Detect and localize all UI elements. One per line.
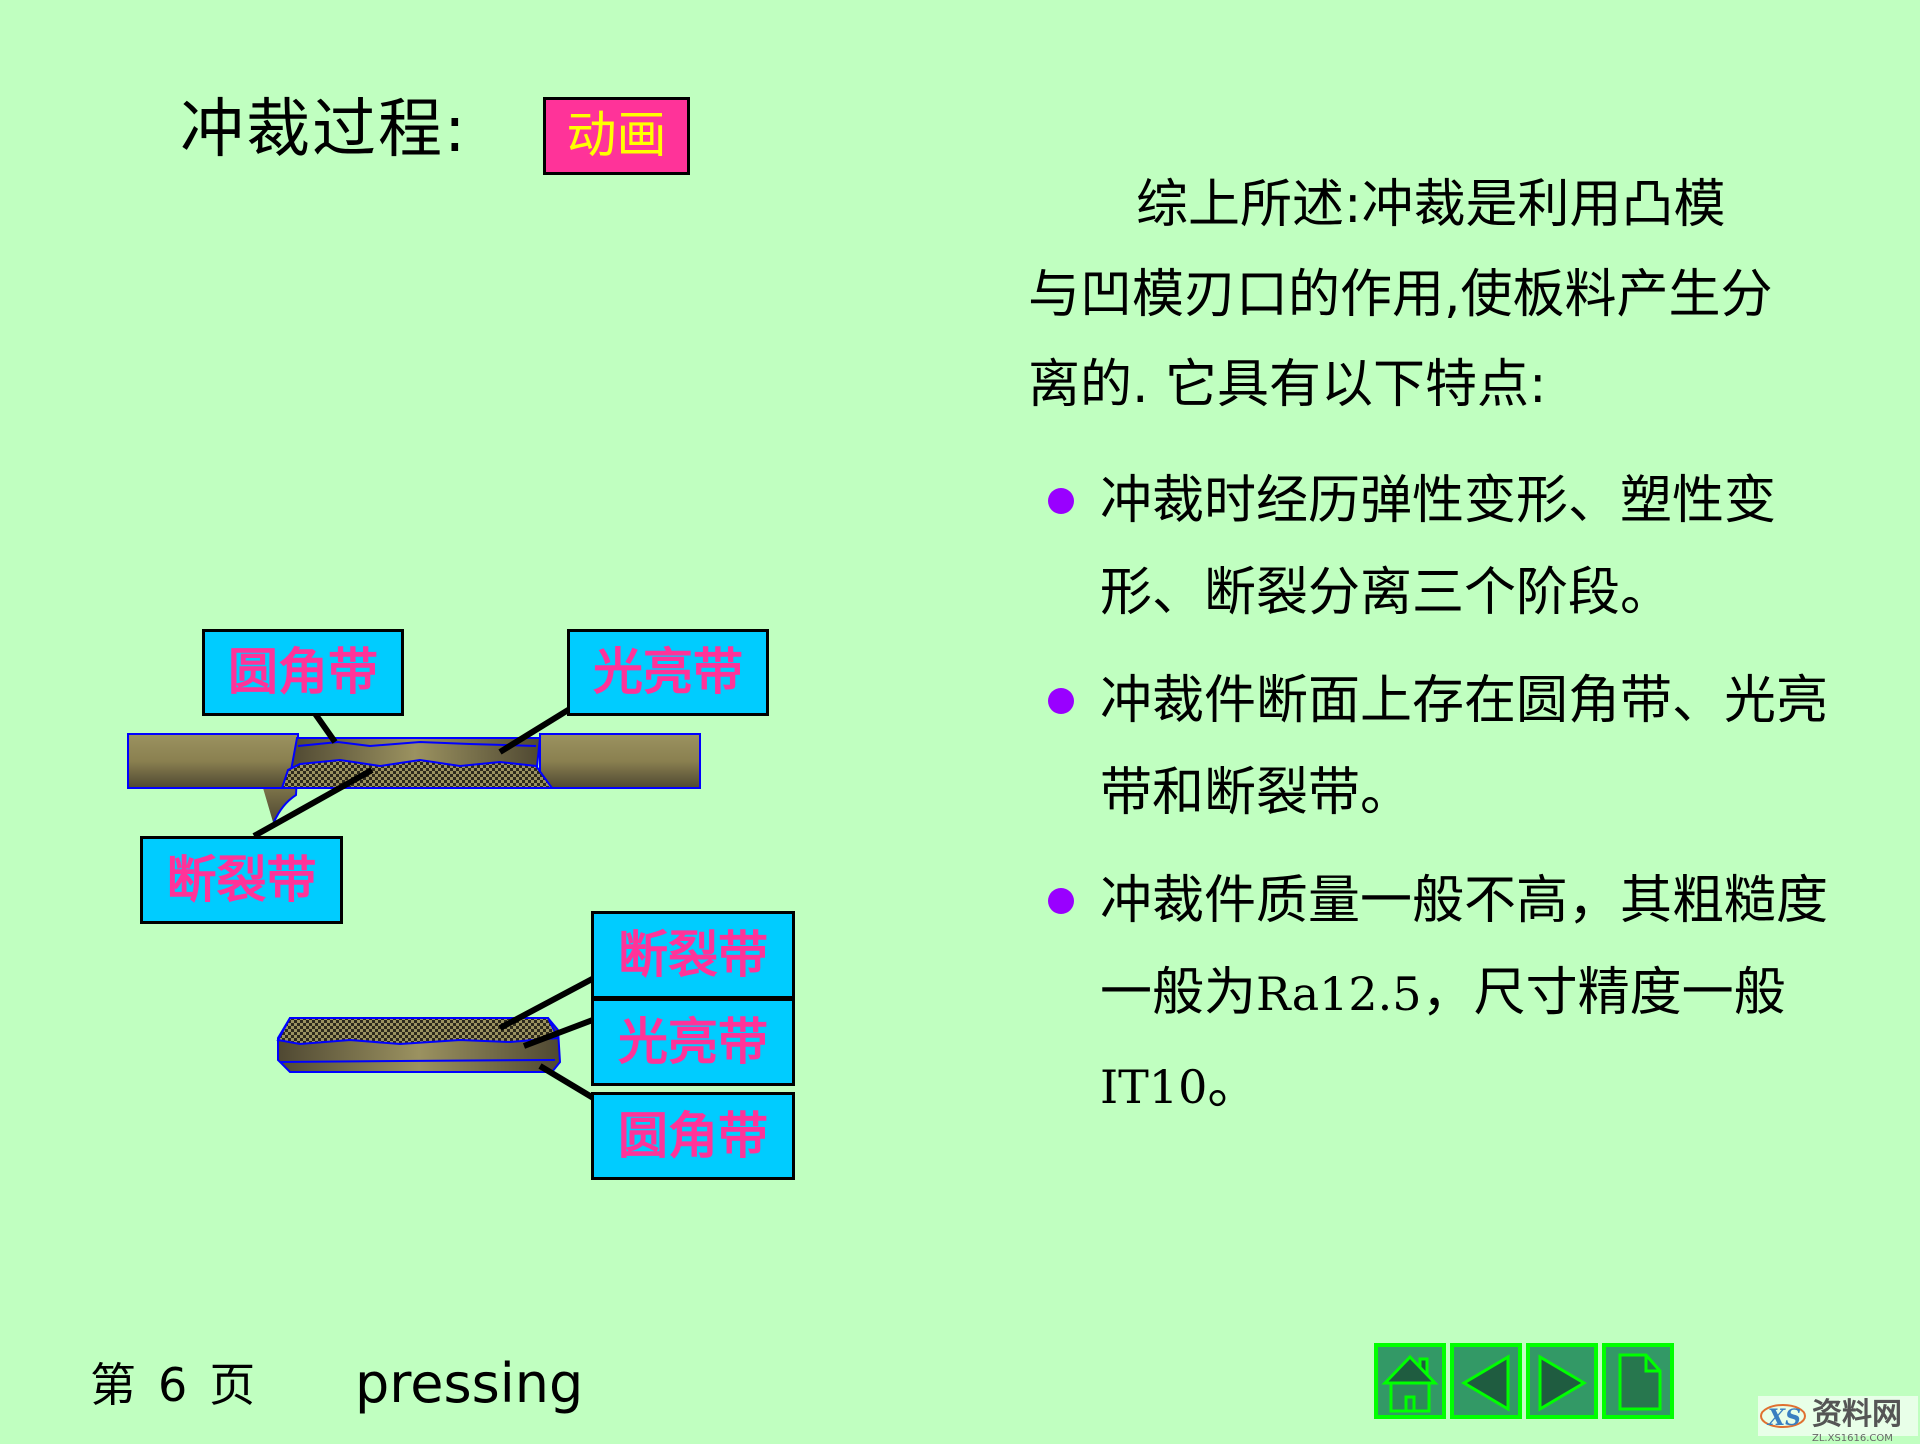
document-icon	[1618, 1353, 1662, 1411]
blanking-section-diagram	[127, 675, 701, 1105]
xs-logo-icon: XS	[1760, 1404, 1806, 1431]
end-slide-button[interactable]	[1602, 1343, 1674, 1419]
label-round-zone-bottom: 圆角带	[591, 1092, 795, 1180]
course-name: pressing	[355, 1352, 584, 1415]
bullet-dot-icon	[1048, 888, 1074, 914]
slide-navigation	[1374, 1343, 1674, 1419]
home-icon	[1381, 1354, 1439, 1413]
list-item: 冲裁件质量一般不高，其粗糙度一般为Ra12.5，尺寸精度一般IT10。	[1028, 855, 1828, 1133]
label-bright-zone-bottom: 光亮带	[591, 998, 795, 1086]
label-round-zone-top: 圆角带	[202, 629, 404, 716]
summary-line-2: 与凹模刃口的作用,使板料产生分	[1028, 265, 1773, 325]
label-fracture-zone-bottom: 断裂带	[591, 911, 795, 999]
list-item: 冲裁时经历弹性变形、塑性变形、断裂分离三个阶段。	[1028, 455, 1828, 639]
next-icon	[1538, 1354, 1587, 1412]
tolerance-grade: IT10	[1100, 1060, 1208, 1114]
summary-line-1: 综上所述:冲裁是利用凸模	[1136, 175, 1726, 235]
next-slide-button[interactable]	[1526, 1343, 1598, 1419]
roughness-value: Ra12.5	[1256, 967, 1422, 1021]
bullet-dot-icon	[1048, 488, 1074, 514]
page-number: 6	[158, 1358, 188, 1412]
animation-button[interactable]: 动画	[543, 97, 690, 175]
summary-paragraph: 综上所述:冲裁是利用凸模 与凹模刃口的作用,使板料产生分 离的. 它具有以下特点…	[1028, 160, 1828, 430]
svg-text:XS: XS	[1766, 1405, 1801, 1431]
watermark-logo: XS 资料网 ZL.XS1616.COM	[1758, 1396, 1918, 1444]
list-item: 冲裁件断面上存在圆角带、光亮带和断裂带。	[1028, 655, 1828, 839]
home-button[interactable]	[1374, 1343, 1446, 1419]
summary-line-3: 离的. 它具有以下特点:	[1028, 355, 1547, 415]
feature-list: 冲裁时经历弹性变形、塑性变形、断裂分离三个阶段。 冲裁件断面上存在圆角带、光亮带…	[1028, 455, 1828, 1149]
label-fracture-zone-top: 断裂带	[140, 836, 343, 924]
bullet-dot-icon	[1048, 688, 1074, 714]
label-bright-zone-top: 光亮带	[567, 629, 769, 716]
slide-title: 冲裁过程:	[180, 93, 468, 167]
previous-slide-button[interactable]	[1450, 1343, 1522, 1419]
previous-icon	[1461, 1354, 1510, 1412]
